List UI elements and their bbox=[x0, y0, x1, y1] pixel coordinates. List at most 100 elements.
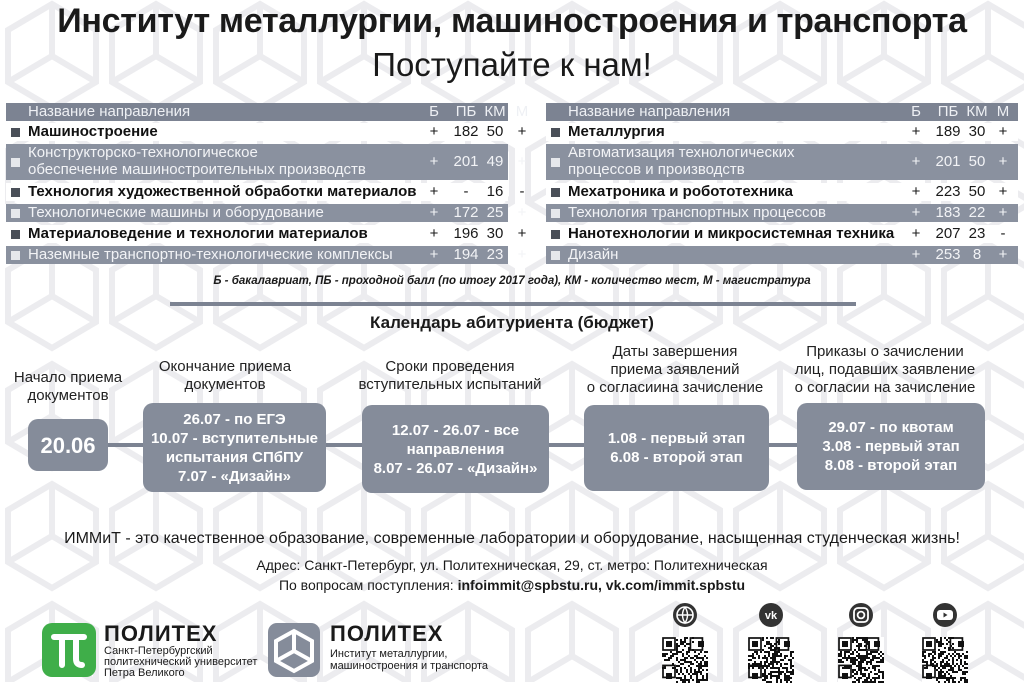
program-name: Мехатроника и робототехника bbox=[568, 183, 793, 200]
social-link[interactable] bbox=[660, 603, 710, 683]
table-row: Технологические машины и оборудование+17… bbox=[6, 204, 526, 222]
qr-code[interactable] bbox=[922, 637, 968, 683]
header-b: Б bbox=[429, 103, 439, 120]
svg-text:vk: vk bbox=[765, 610, 778, 622]
social-link[interactable] bbox=[920, 603, 970, 683]
cell-m: + bbox=[998, 123, 1008, 140]
cell-b: + bbox=[911, 204, 921, 221]
logo1-line2: политехнический университет bbox=[104, 656, 258, 668]
qr-code[interactable] bbox=[838, 637, 884, 683]
logo1-line3: Петра Великого bbox=[104, 667, 185, 679]
program-name: Машиностроение bbox=[28, 123, 158, 140]
instagram-icon[interactable] bbox=[849, 603, 873, 632]
programs-table-right: Название направления Б ПБ КМ М Металлург… bbox=[546, 103, 1018, 264]
table-header: Название направления Б ПБ КМ М bbox=[546, 103, 1018, 121]
cell-pb: 172 bbox=[453, 204, 479, 221]
cell-m: + bbox=[517, 246, 527, 263]
cell-b: + bbox=[429, 153, 439, 170]
logo2-line2: машиностроения и транспорта bbox=[330, 660, 488, 672]
cell-km: 30 bbox=[968, 123, 986, 140]
table-row: Наземные транспортно-технологические ком… bbox=[6, 246, 526, 264]
table-row: Технология художественной обработки мате… bbox=[6, 183, 525, 201]
cell-km: 30 bbox=[486, 225, 504, 242]
cell-b: + bbox=[911, 123, 921, 140]
cell-km: 23 bbox=[486, 246, 504, 263]
cell-km: 16 bbox=[486, 183, 504, 200]
vk-icon[interactable]: vk bbox=[759, 603, 783, 632]
row-bullet-icon bbox=[11, 188, 20, 197]
youtube-icon[interactable] bbox=[933, 603, 957, 632]
cell-pb: 196 bbox=[453, 225, 479, 242]
cell-m: - bbox=[519, 183, 525, 200]
header-km: КМ bbox=[484, 103, 506, 120]
cell-pb: 183 bbox=[935, 204, 961, 221]
cell-m: + bbox=[517, 153, 527, 170]
cell-m: + bbox=[517, 225, 527, 242]
calendar-title: Календарь абитуриента (бюджет) bbox=[370, 313, 654, 332]
header-pb: ПБ bbox=[937, 103, 959, 120]
cell-b: + bbox=[911, 246, 921, 263]
cell-pb: 253 bbox=[935, 246, 961, 263]
table-row: Материаловедение и технологии материалов… bbox=[6, 225, 526, 243]
social-link[interactable] bbox=[836, 603, 886, 683]
row-bullet-icon bbox=[551, 230, 560, 239]
header-km: КМ bbox=[966, 103, 988, 120]
row-bullet-icon bbox=[11, 230, 20, 239]
cell-km: 8 bbox=[972, 246, 982, 263]
contact-prefix: По вопросам поступления: bbox=[278, 577, 458, 593]
row-bullet-icon bbox=[551, 158, 560, 167]
logo2-name: ПОЛИТЕХ bbox=[330, 621, 444, 646]
row-bullet-icon bbox=[551, 188, 560, 197]
cell-pb: - bbox=[463, 183, 469, 200]
page-title: Институт металлургии, машиностроения и т… bbox=[57, 2, 967, 40]
social-link[interactable]: vk bbox=[746, 603, 796, 683]
program-name: Металлургия bbox=[568, 123, 665, 140]
cell-km: 22 bbox=[968, 204, 986, 221]
logo1-name: ПОЛИТЕХ bbox=[104, 621, 218, 646]
cell-b: + bbox=[911, 183, 921, 200]
cell-pb: 189 bbox=[935, 123, 961, 140]
globe-icon[interactable] bbox=[673, 603, 697, 632]
program-name: Наземные транспортно-технологические ком… bbox=[28, 246, 393, 263]
row-bullet-icon bbox=[11, 158, 20, 167]
qr-code[interactable] bbox=[748, 637, 794, 683]
table-legend: Б - бакалавриат, ПБ - проходной балл (по… bbox=[213, 275, 811, 287]
cell-pb: 201 bbox=[453, 153, 479, 170]
program-name: Материаловедение и технологии материалов bbox=[28, 225, 368, 242]
cell-km: 25 bbox=[486, 204, 504, 221]
row-bullet-icon bbox=[551, 128, 560, 137]
immit-logo-icon bbox=[268, 623, 320, 677]
cell-km: 50 bbox=[486, 123, 504, 140]
page-subtitle: Поступайте к нам! bbox=[372, 46, 652, 83]
header-name: Название направления bbox=[28, 103, 191, 120]
cell-m: + bbox=[998, 246, 1008, 263]
cell-b: + bbox=[429, 183, 439, 200]
cell-km: 23 bbox=[968, 225, 986, 242]
cell-m: - bbox=[1000, 225, 1006, 242]
logo2-line1: Институт металлургии, bbox=[330, 648, 448, 660]
address: Адрес: Санкт-Петербург, ул. Политехничес… bbox=[256, 557, 768, 573]
cell-pb: 207 bbox=[935, 225, 961, 242]
contact-info: По вопросам поступления: infoimmit@spbst… bbox=[0, 577, 1024, 593]
cell-m: + bbox=[998, 153, 1008, 170]
qr-code[interactable] bbox=[662, 637, 708, 683]
header-m: М bbox=[515, 103, 529, 120]
cell-pb: 194 bbox=[453, 246, 479, 263]
cell-m: + bbox=[517, 204, 527, 221]
cell-m: + bbox=[998, 204, 1008, 221]
program-name: Технология художественной обработки мате… bbox=[28, 183, 417, 200]
divider bbox=[170, 302, 856, 306]
contact-links[interactable]: infoimmit@spbstu.ru, vk.com/immit.spbstu bbox=[457, 577, 746, 593]
